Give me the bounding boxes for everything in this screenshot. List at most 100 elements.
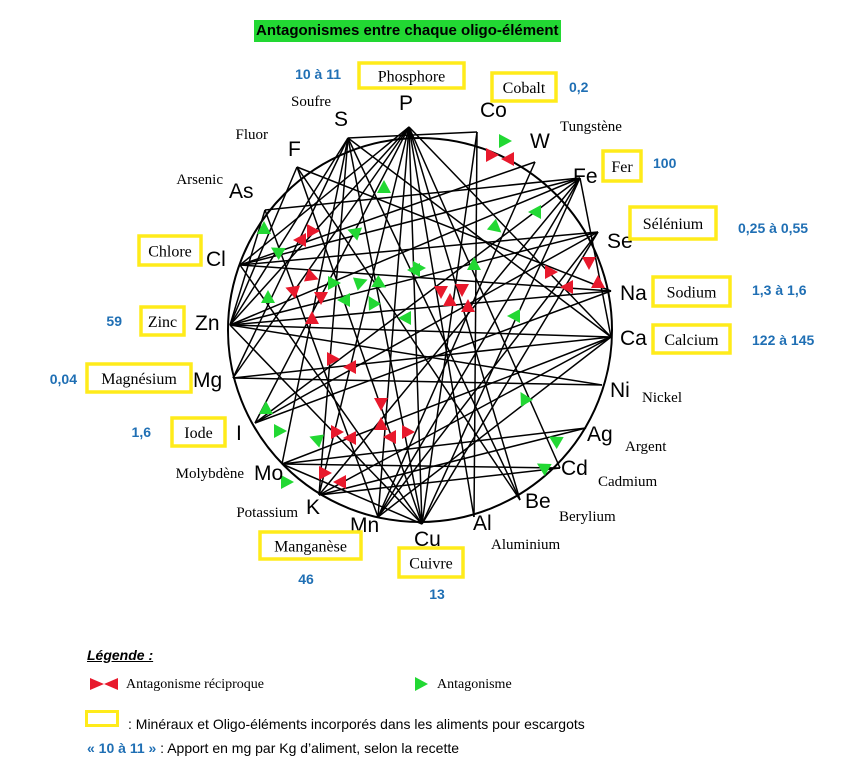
single-marker bbox=[371, 274, 387, 288]
reciprocal-marker bbox=[303, 268, 319, 282]
antagonism-line bbox=[347, 137, 423, 525]
ingredient-box bbox=[357, 61, 466, 90]
ingredient-label: Iode bbox=[184, 425, 212, 442]
legend-value-line: « 10 à 11 » : Apport en mg par Kg d’alim… bbox=[87, 740, 459, 756]
element-symbol: Co bbox=[480, 99, 507, 122]
reciprocal-marker bbox=[455, 284, 469, 297]
reciprocal-marker bbox=[383, 430, 396, 444]
element-symbol: P bbox=[399, 92, 413, 115]
ingredient-label: Cobalt bbox=[503, 80, 546, 97]
single-marker bbox=[377, 180, 391, 193]
antagonism-line bbox=[281, 336, 612, 465]
ingredient-label: Sélénium bbox=[643, 216, 704, 233]
element-symbol: Ni bbox=[610, 379, 630, 402]
ingredient-box bbox=[651, 275, 732, 308]
element-name: Molybdène bbox=[176, 466, 245, 482]
ingredient-label: Cuivre bbox=[409, 556, 453, 573]
ingredient-amount: 0,25 à 0,55 bbox=[738, 220, 808, 236]
antagonism-line bbox=[281, 427, 587, 465]
antagonism-line bbox=[377, 336, 612, 518]
legend-box-description: : Minéraux et Oligo-éléments incorporés … bbox=[128, 716, 585, 732]
ingredient-box bbox=[397, 546, 465, 579]
single-marker bbox=[337, 293, 350, 307]
antagonism-line bbox=[239, 161, 536, 266]
element-name: Soufre bbox=[291, 94, 331, 110]
antagonism-line bbox=[408, 126, 612, 338]
single-marker bbox=[499, 134, 512, 148]
single-marker bbox=[274, 424, 287, 438]
reciprocal-marker bbox=[319, 466, 332, 480]
antagonism-line bbox=[239, 177, 581, 266]
antagonism-line bbox=[229, 126, 410, 326]
reciprocal-marker bbox=[402, 425, 415, 439]
ingredient-box bbox=[137, 234, 203, 267]
antagonism-line bbox=[296, 166, 521, 501]
antagonism-lines bbox=[229, 126, 612, 525]
reciprocal-marker bbox=[285, 285, 301, 299]
antagonism-line bbox=[347, 131, 478, 139]
reciprocal-marker bbox=[545, 265, 558, 279]
legend-value-description: : Apport en mg par Kg d’aliment, selon l… bbox=[156, 740, 460, 756]
reciprocal-marker bbox=[582, 257, 596, 270]
antagonism-line bbox=[473, 131, 478, 518]
ingredient-label: Chlore bbox=[148, 244, 192, 261]
reciprocal-marker bbox=[374, 417, 388, 430]
element-symbol: Cl bbox=[206, 248, 226, 271]
single-marker bbox=[486, 218, 502, 233]
ingredient-label: Manganèse bbox=[274, 539, 347, 556]
antagonism-line bbox=[421, 231, 599, 525]
antagonism-line bbox=[232, 336, 612, 379]
antagonism-line bbox=[281, 463, 561, 469]
antagonism-line bbox=[377, 231, 599, 518]
element-name: Fluor bbox=[235, 127, 268, 143]
antagonism-line bbox=[421, 131, 478, 525]
element-symbol: Cu bbox=[414, 528, 441, 551]
reciprocal-marker bbox=[591, 275, 605, 288]
single-marker bbox=[507, 309, 520, 323]
single-marker bbox=[467, 257, 481, 270]
reciprocal-marker bbox=[314, 292, 328, 305]
legend-box-sample bbox=[85, 710, 119, 727]
reciprocal-marker bbox=[486, 148, 499, 162]
element-symbol: Be bbox=[525, 490, 551, 513]
element-name: Aluminium bbox=[491, 537, 561, 553]
element-name: Berylium bbox=[559, 509, 616, 525]
element-name: Argent bbox=[625, 439, 667, 455]
antagonism-line bbox=[229, 290, 612, 326]
reciprocal-marker bbox=[443, 293, 457, 306]
element-symbol: K bbox=[306, 496, 320, 519]
ingredient-box bbox=[170, 416, 227, 448]
element-symbol: Se bbox=[607, 230, 633, 253]
antagonism-line bbox=[318, 467, 561, 496]
single-marker bbox=[347, 227, 363, 241]
single-marker bbox=[548, 436, 564, 450]
element-symbol: Na bbox=[620, 282, 647, 305]
single-marker bbox=[259, 401, 273, 414]
reciprocal-marker-icon bbox=[90, 678, 118, 690]
antagonism-line bbox=[408, 126, 561, 469]
antagonism-line bbox=[239, 231, 599, 266]
antagonism-line bbox=[254, 177, 581, 424]
ingredient-box bbox=[139, 305, 186, 337]
reciprocal-marker bbox=[331, 425, 344, 439]
single-marker bbox=[520, 391, 534, 407]
element-name: Potassium bbox=[236, 505, 298, 521]
legend-single-label: Antagonisme bbox=[437, 677, 512, 692]
single-marker bbox=[528, 205, 541, 219]
ingredient-label: Calcium bbox=[664, 332, 719, 349]
reciprocal-marker bbox=[305, 311, 319, 324]
antagonism-line bbox=[318, 177, 581, 496]
single-marker-icon bbox=[415, 677, 428, 691]
antagonism-line bbox=[229, 209, 266, 326]
single-marker bbox=[398, 311, 411, 325]
ingredient-box bbox=[85, 362, 193, 394]
antagonism-markers bbox=[257, 134, 605, 489]
antagonism-line bbox=[264, 209, 379, 518]
ingredient-amount: 13 bbox=[429, 586, 445, 602]
single-marker bbox=[261, 290, 275, 303]
antagonism-line bbox=[239, 264, 612, 292]
antagonism-line bbox=[254, 126, 410, 424]
page-title: Antagonismes entre chaque oligo-élément bbox=[254, 20, 561, 42]
